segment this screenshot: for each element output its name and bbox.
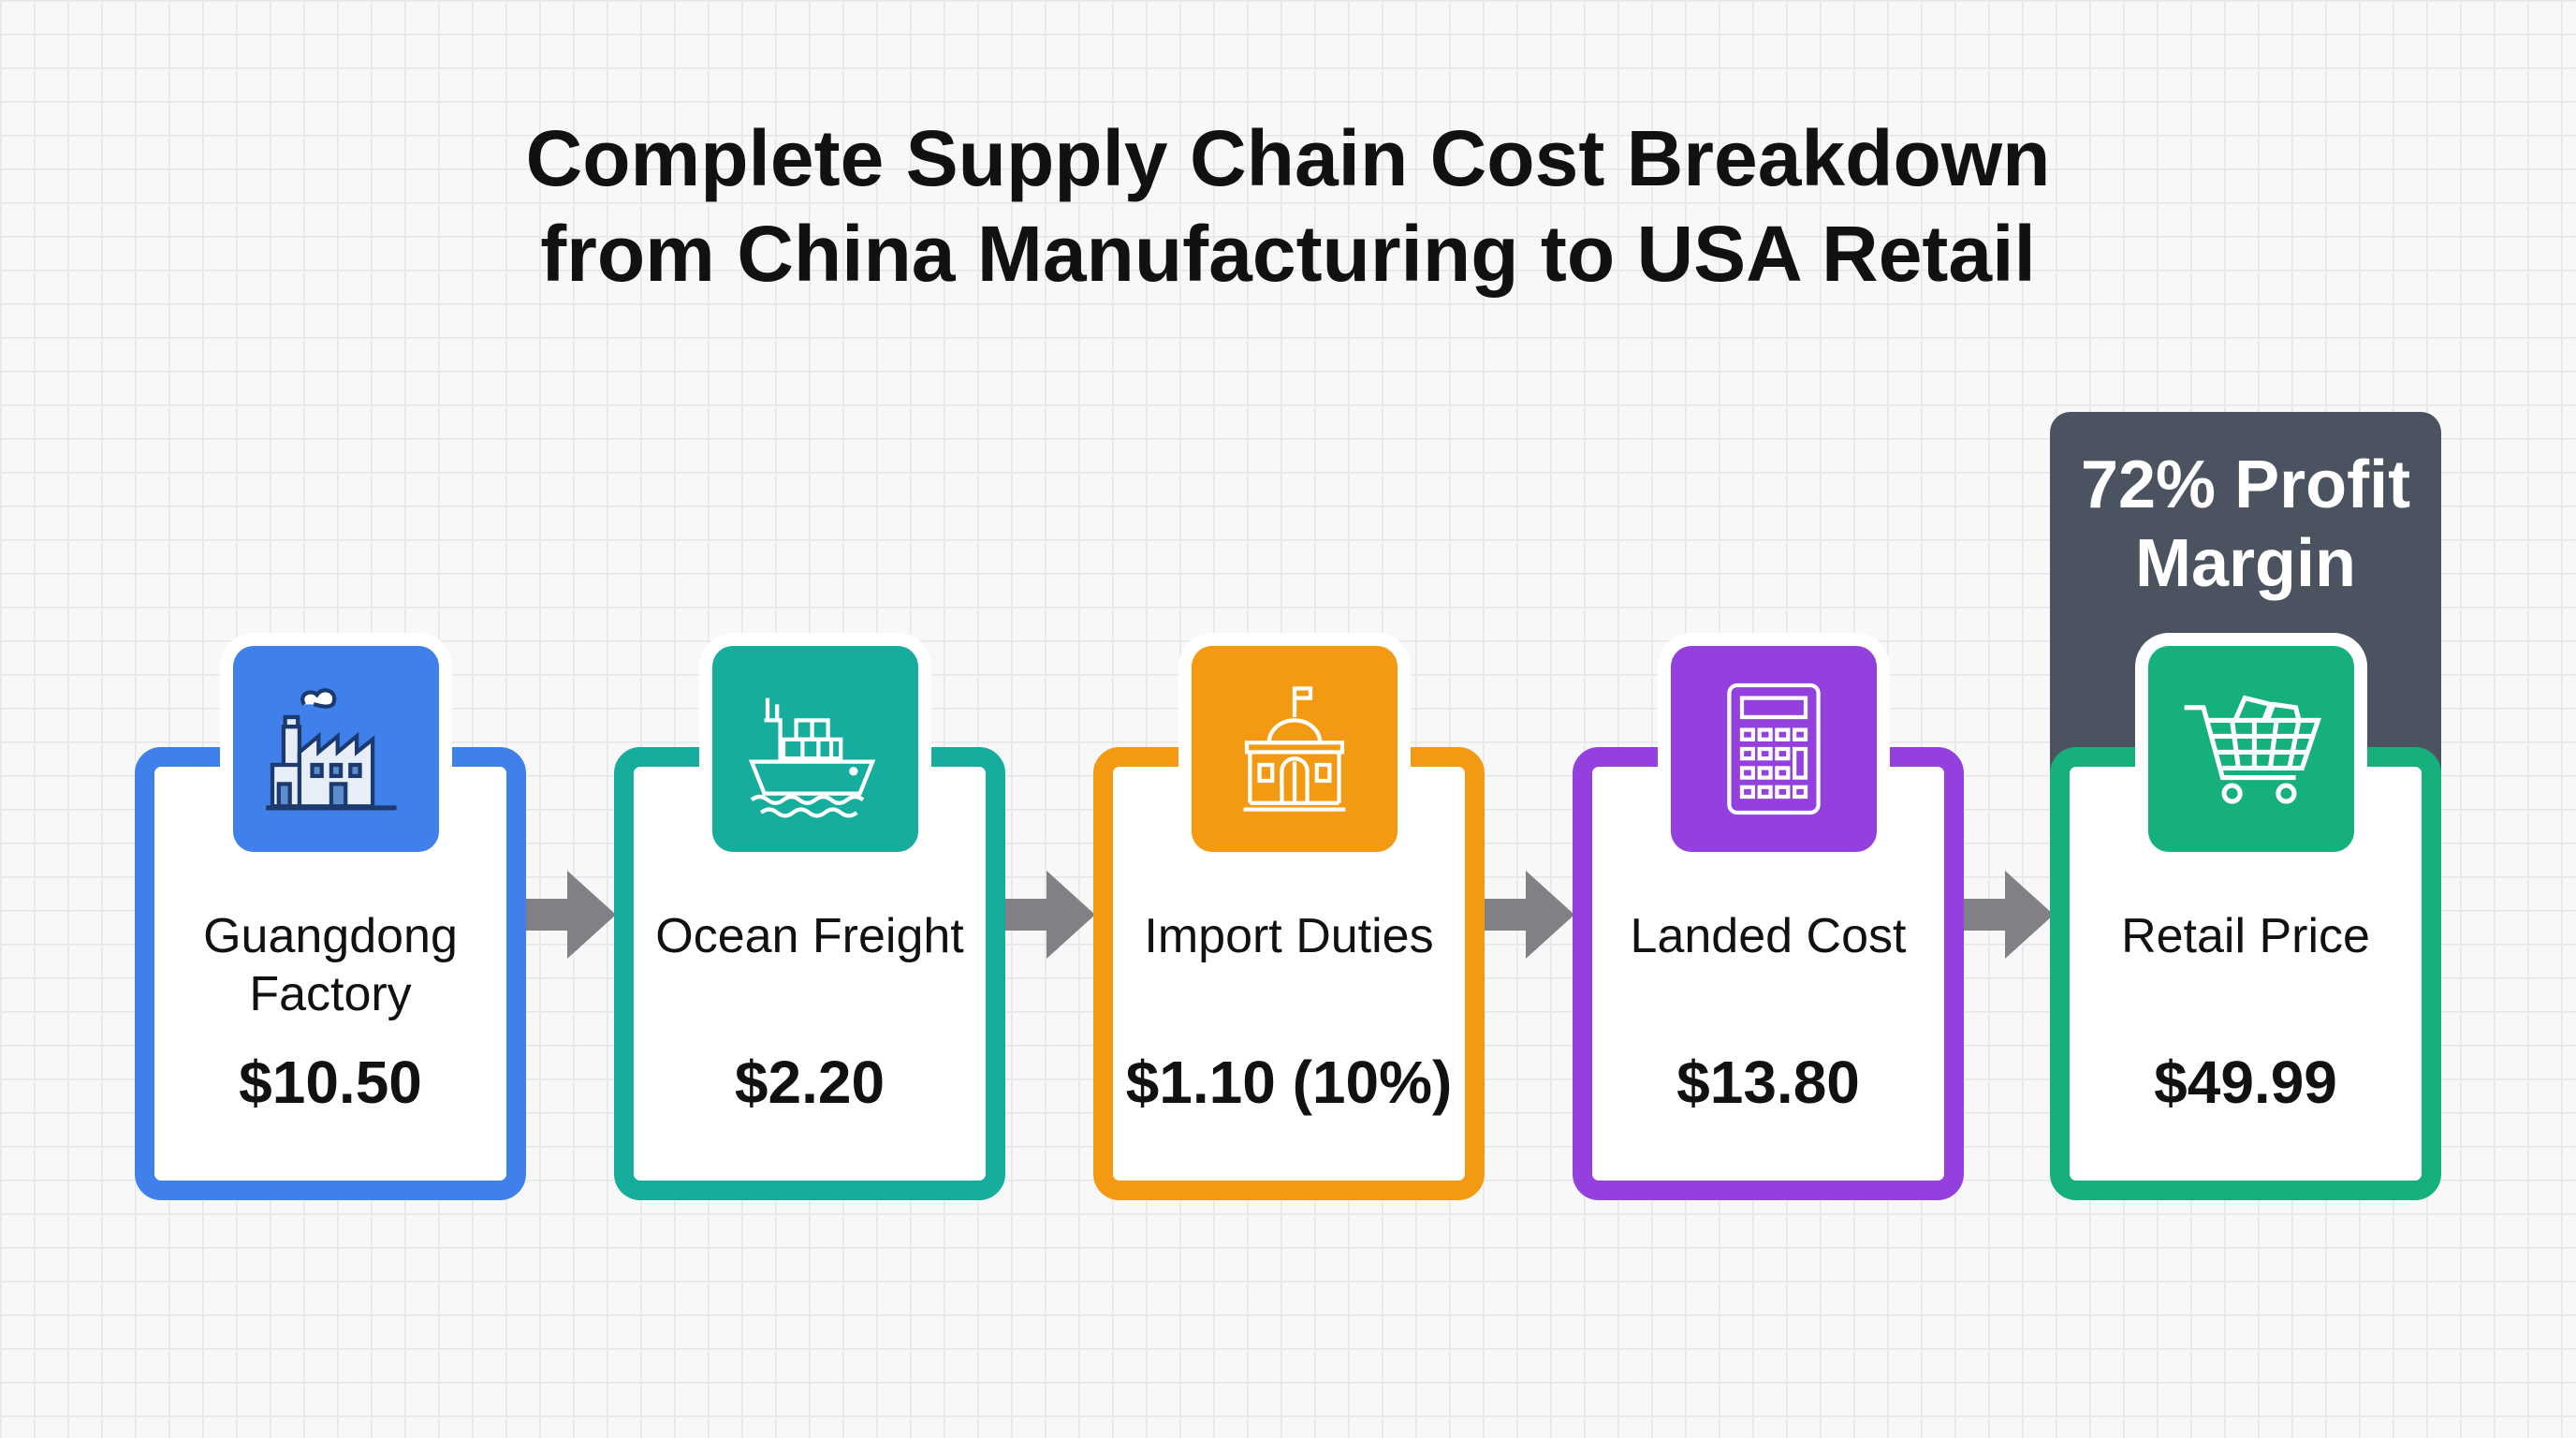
stage-label: Retail Price <box>2070 907 2422 965</box>
flow-arrow <box>1005 871 1095 959</box>
stage-label-line: Retail Price <box>2121 909 2370 963</box>
title-line-1: Complete Supply Chain Cost Breakdown <box>525 114 2051 202</box>
title-line-2: from China Manufacturing to USA Retail <box>540 210 2036 298</box>
stage-label: Ocean Freight <box>634 907 986 965</box>
stage-card-factory: Guangdong Factory $10.50 <box>135 646 526 1200</box>
stage-price: $1.10 (10%) <box>1125 1049 1453 1116</box>
stage-label: Landed Cost <box>1592 907 1944 965</box>
stage-label-line: Landed Cost <box>1630 909 1907 963</box>
stage-label-line: Factory <box>249 967 412 1021</box>
stage-label: Guangdong Factory <box>154 907 506 1023</box>
stage-label-line: Ocean Freight <box>655 909 964 963</box>
customs-building-icon <box>1192 646 1398 852</box>
flow-arrow <box>526 871 616 959</box>
flow-arrow <box>1485 871 1574 959</box>
stage-label-line: Guangdong <box>203 909 458 963</box>
stage-card-landed-cost: Landed Cost $13.80 <box>1573 646 1964 1200</box>
stage-price: $10.50 <box>239 1049 422 1116</box>
page-title: Complete Supply Chain Cost Breakdown fro… <box>0 110 2576 301</box>
profit-margin-line-2: Margin <box>2134 526 2356 601</box>
stage-price: $13.80 <box>1676 1049 1860 1116</box>
calculator-icon <box>1671 646 1877 852</box>
stage-label: Import Duties <box>1113 907 1465 965</box>
stage-label-line: Import Duties <box>1144 909 1434 963</box>
flow-arrow <box>1964 871 2054 959</box>
stage-card-import-duties: Import Duties $1.10 (10%) <box>1093 646 1485 1200</box>
shopping-cart-icon <box>2148 646 2354 852</box>
stage-card-ocean-freight: Ocean Freight $2.20 <box>614 646 1005 1200</box>
factory-icon <box>233 646 439 852</box>
stage-price: $2.20 <box>734 1049 886 1116</box>
cargo-ship-icon <box>712 646 918 852</box>
profit-margin-line-1: 72% Profit <box>2080 448 2411 522</box>
stage-price: $49.99 <box>2154 1049 2337 1116</box>
stage-card-retail-price: Retail Price $49.99 <box>2050 646 2441 1200</box>
